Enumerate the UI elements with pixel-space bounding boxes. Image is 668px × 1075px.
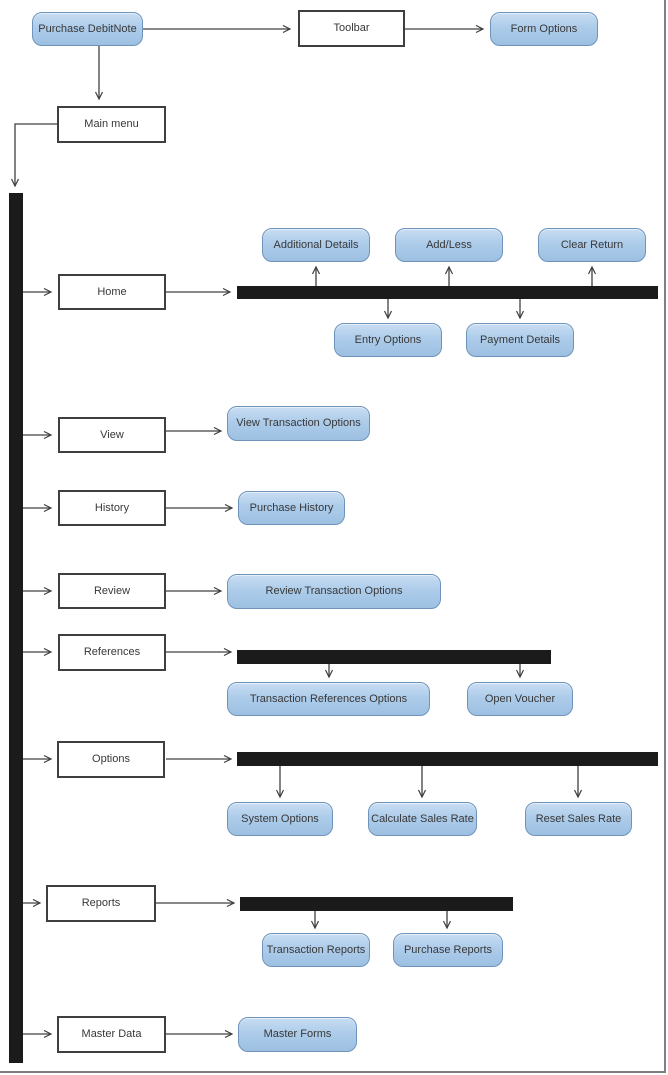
node-reports: Reports [46, 885, 156, 922]
junction-bar-home [237, 286, 658, 299]
node-purchase-reports: Purchase Reports [393, 933, 503, 967]
junction-bar-options [237, 752, 658, 766]
node-additional-details: Additional Details [262, 228, 370, 262]
node-options: Options [57, 741, 165, 778]
junction-bar-reports [240, 897, 513, 911]
node-toolbar: Toolbar [298, 10, 405, 47]
node-entry-options: Entry Options [334, 323, 442, 357]
node-transaction-reports: Transaction Reports [262, 933, 370, 967]
node-purchase-debit-note: Purchase DebitNote [32, 12, 143, 46]
node-master-forms: Master Forms [238, 1017, 357, 1052]
node-home: Home [58, 274, 166, 310]
trunk-bar-main-menu [9, 193, 23, 1063]
connector-mainmenu-trunk [15, 123, 57, 186]
node-purchase-history: Purchase History [238, 491, 345, 525]
node-open-voucher: Open Voucher [467, 682, 573, 716]
page-border-right [664, 0, 666, 1073]
node-payment-details: Payment Details [466, 323, 574, 357]
node-main-menu: Main menu [57, 106, 166, 143]
node-review: Review [58, 573, 166, 609]
node-form-options: Form Options [490, 12, 598, 46]
node-master-data: Master Data [57, 1016, 166, 1053]
node-add-less: Add/Less [395, 228, 503, 262]
node-system-options: System Options [227, 802, 333, 836]
node-references: References [58, 634, 166, 671]
node-transaction-references-options: Transaction References Options [227, 682, 430, 716]
node-view: View [58, 417, 166, 453]
node-reset-sales-rate: Reset Sales Rate [525, 802, 632, 836]
node-review-transaction-options: Review Transaction Options [227, 574, 441, 609]
node-clear-return: Clear Return [538, 228, 646, 262]
junction-bar-references [237, 650, 551, 664]
page-border-bottom [0, 1071, 666, 1073]
node-view-transaction-options: View Transaction Options [227, 406, 370, 441]
node-calculate-sales-rate: Calculate Sales Rate [368, 802, 477, 836]
node-history: History [58, 490, 166, 526]
